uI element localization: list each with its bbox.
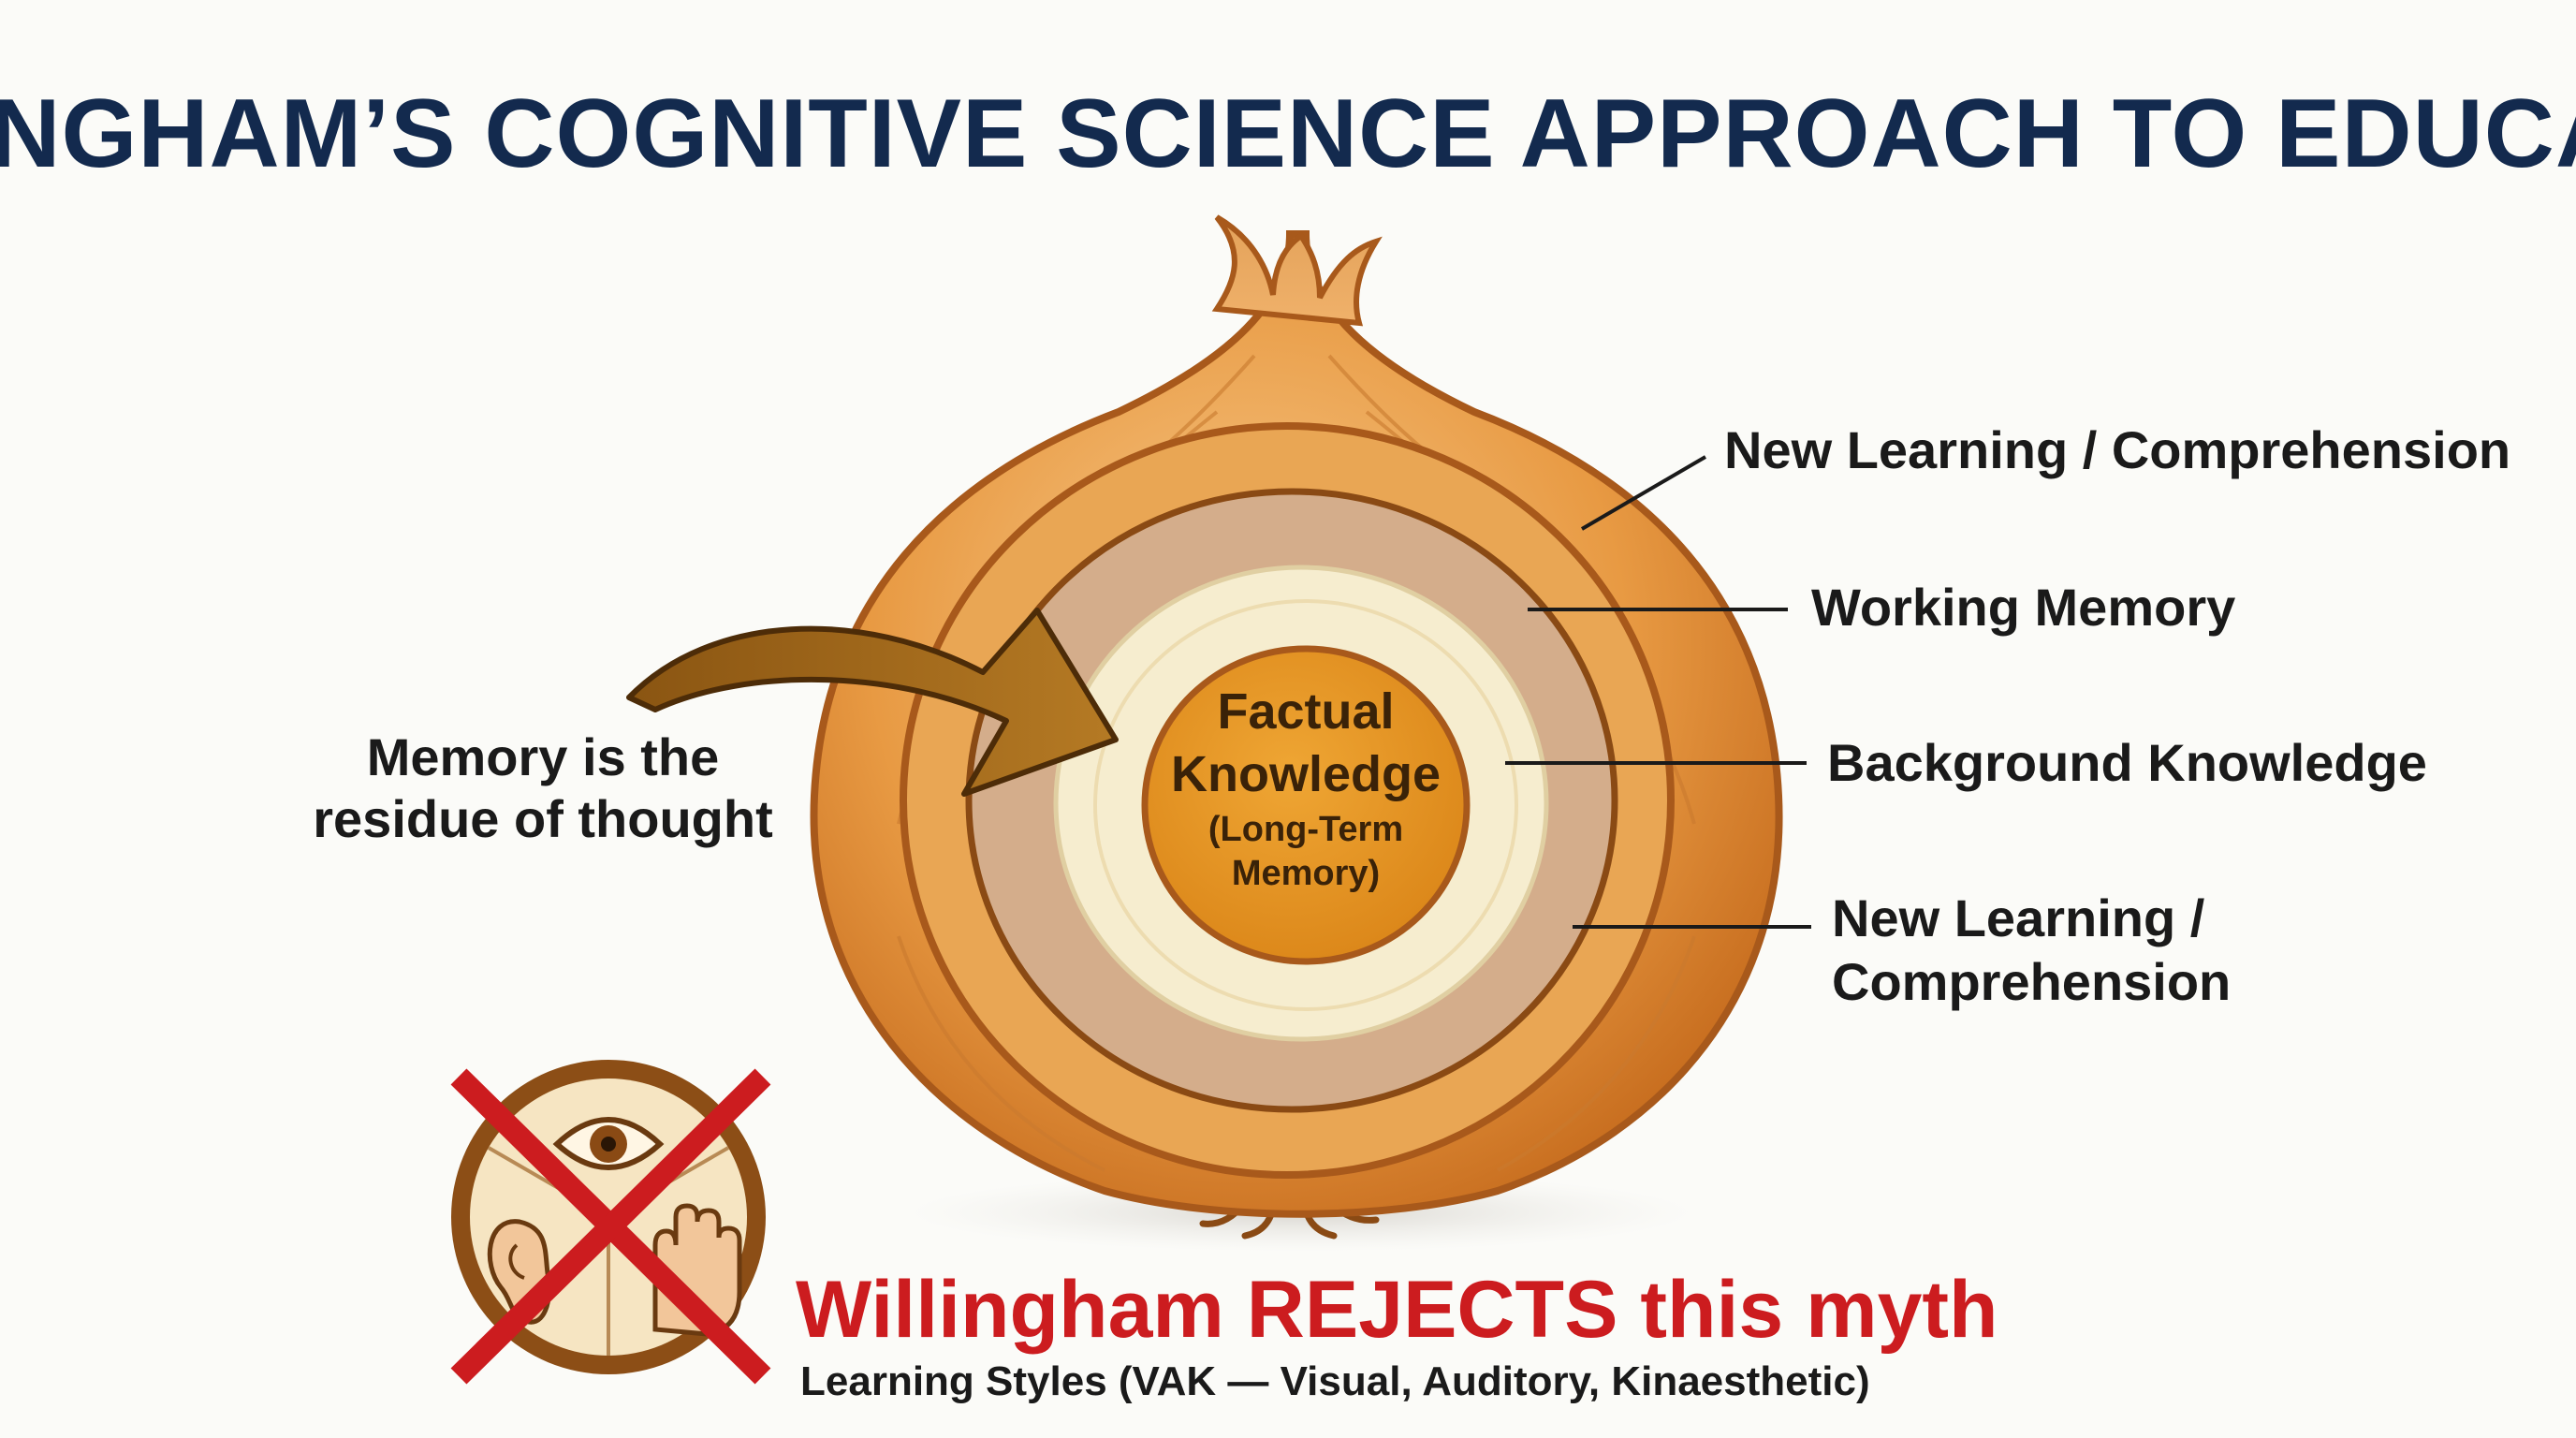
label-new-learning-bottom-2: Comprehension [1832, 952, 2231, 1011]
label-new-learning-top: New Learning / Comprehension [1724, 420, 2510, 479]
ring-core [1093, 599, 1518, 1011]
label-background-knowledge: Background Knowledge [1827, 733, 2427, 792]
leader-outer-top [1580, 455, 1707, 531]
onion-sprout [1211, 214, 1383, 327]
memory-residue-line2: residue of thought [313, 789, 773, 848]
memory-residue-line1: Memory is the [367, 727, 720, 786]
reject-x-icon [450, 1068, 771, 1385]
core-title-line2: Knowledge [1171, 746, 1441, 802]
label-working-memory: Working Memory [1811, 578, 2235, 637]
core-factual-knowledge [1141, 645, 1471, 965]
myth-headline: Willingham REJECTS this myth [796, 1265, 1998, 1355]
myth-subtitle: Learning Styles (VAK — Visual, Auditory,… [800, 1358, 1870, 1404]
core-sub-line2: Memory) [1232, 854, 1380, 893]
onion-roots [1199, 1199, 1380, 1240]
label-new-learning-bottom-1: New Learning / [1832, 888, 2205, 947]
core-sub-line1: (Long-Term [1208, 810, 1403, 849]
residue-arrow [626, 608, 1119, 797]
layer-labels: New Learning / Comprehension Working Mem… [1505, 420, 2510, 1011]
learning-styles-badge [450, 1060, 771, 1385]
core-title-line1: Factual [1217, 683, 1394, 740]
onion-illustration: Factual Knowledge (Long-Term Memory) [810, 214, 1783, 1252]
page-title: WILLINGHAM’S COGNITIVE SCIENCE APPROACH … [0, 80, 2576, 188]
eye-icon [552, 1117, 665, 1170]
